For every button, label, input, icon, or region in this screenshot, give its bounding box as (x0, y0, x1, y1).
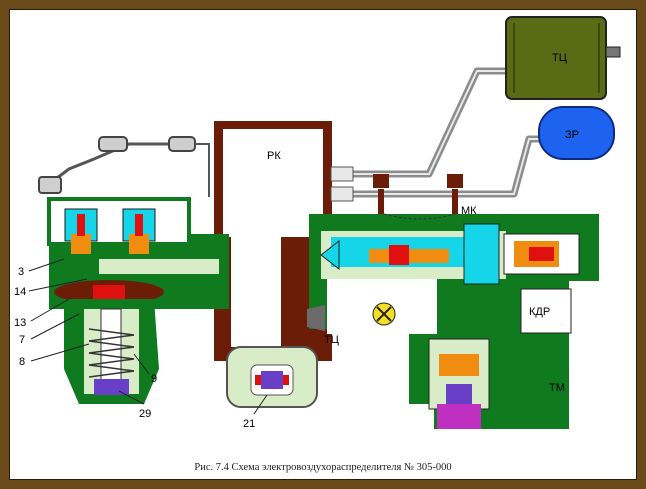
tc-lower-label: ТЦ (324, 334, 339, 346)
label-13: 13 (14, 317, 26, 329)
tm-label: ТМ (549, 382, 565, 394)
label-9: 9 (151, 373, 157, 385)
rk-label: РК (267, 150, 281, 162)
zr-tank: ЗР (538, 106, 615, 160)
label-3: 3 (18, 266, 24, 278)
diagram-canvas: ТЦ ЗР РК (9, 9, 637, 480)
diagram-svg: ТЦ ЗР РК (14, 16, 621, 430)
spring (88, 328, 135, 378)
label-7: 7 (19, 334, 25, 346)
label-8: 8 (19, 356, 25, 368)
main-distributor-block: КДР ТЦ ТМ (307, 214, 599, 429)
left-valve-block (47, 197, 229, 309)
left-cylinder (64, 299, 159, 404)
tc-tank: ТЦ (505, 16, 621, 100)
mk-label: МК (461, 205, 477, 217)
label-29: 29 (139, 408, 151, 420)
label-21: 21 (243, 418, 255, 430)
kdr-label: КДР (529, 306, 550, 318)
mk-valves: МК (330, 166, 477, 220)
chamber-21 (226, 346, 318, 408)
zr-tank-label: ЗР (565, 129, 579, 141)
label-14: 14 (14, 286, 26, 298)
figure-caption: Рис. 7.4 Схема электровоздухораспределит… (194, 462, 452, 473)
callouts (28, 258, 268, 415)
electrical-connector (38, 136, 210, 197)
tc-tank-label: ТЦ (552, 52, 567, 64)
